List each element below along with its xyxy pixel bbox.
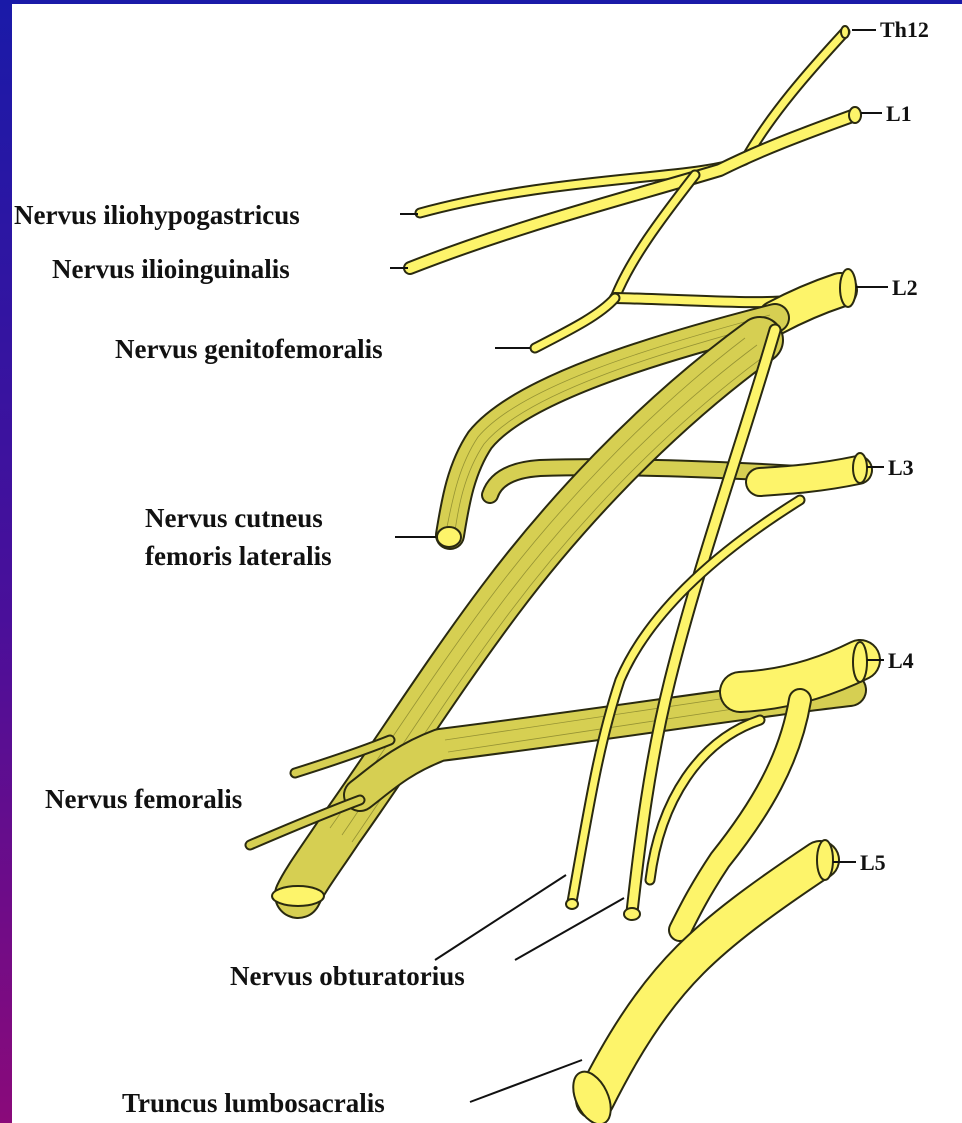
label-l2: L2 xyxy=(892,275,918,300)
diagram-canvas: Th12 L1 L2 L3 L4 L5 Nervus iliohypogastr… xyxy=(12,4,962,1123)
label-th12: Th12 xyxy=(880,17,929,42)
label-l5: L5 xyxy=(860,850,886,875)
label-obturatorius: Nervus obturatorius xyxy=(230,961,465,991)
label-iliohypogastricus: Nervus iliohypogastricus xyxy=(14,200,300,230)
label-l1: L1 xyxy=(886,101,912,126)
label-l3: L3 xyxy=(888,455,914,480)
nerve-drawing xyxy=(250,26,867,1123)
label-lumbosacralis: Truncus lumbosacralis xyxy=(122,1088,385,1118)
lumbar-plexus-diagram: Th12 L1 L2 L3 L4 L5 Nervus iliohypogastr… xyxy=(12,4,962,1123)
label-cutaneus-line1: Nervus cutneus xyxy=(145,503,323,533)
labels: Th12 L1 L2 L3 L4 L5 Nervus iliohypogastr… xyxy=(14,17,929,1118)
label-cutaneus-line2: femoris lateralis xyxy=(145,541,332,571)
label-ilioinguinalis: Nervus ilioinguinalis xyxy=(52,254,290,284)
nerve-l3 xyxy=(760,453,867,483)
nerve-th12-l1-branches xyxy=(410,26,861,298)
label-l4: L4 xyxy=(888,648,914,673)
label-femoralis: Nervus femoralis xyxy=(45,784,242,814)
label-genitofemoralis: Nervus genitofemoralis xyxy=(115,334,383,364)
